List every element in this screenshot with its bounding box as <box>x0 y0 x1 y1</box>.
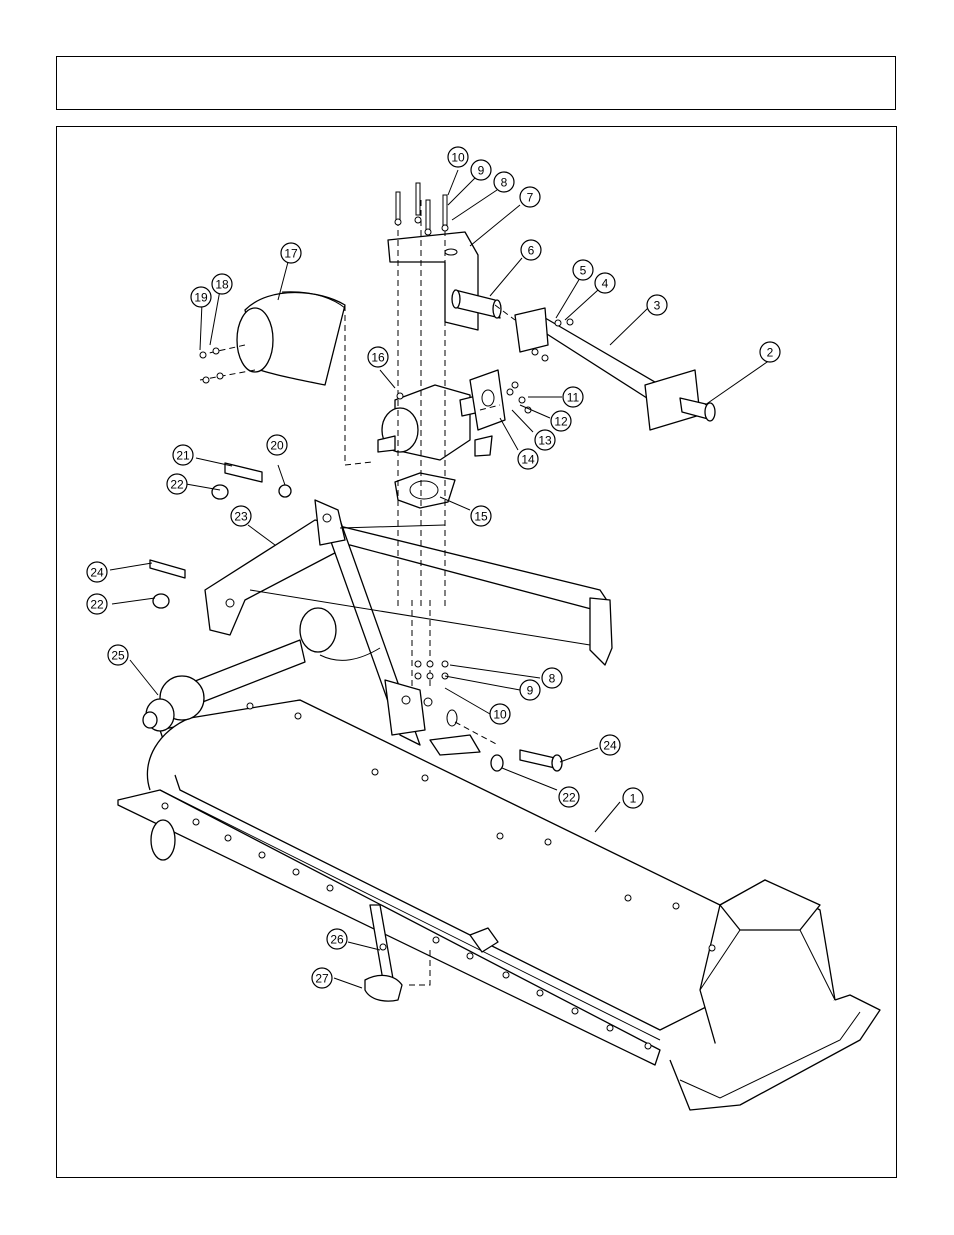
callout-number: 24 <box>90 566 104 580</box>
callout-number: 1 <box>630 792 637 806</box>
callout-13: 13 <box>535 430 555 450</box>
callout-10: 10 <box>448 147 468 167</box>
callout-number: 26 <box>330 933 344 947</box>
callout-23: 23 <box>231 506 251 526</box>
callout-25: 25 <box>108 645 128 665</box>
callout-5: 5 <box>573 260 593 280</box>
callout-number: 7 <box>527 191 534 205</box>
callout-number: 5 <box>580 264 587 278</box>
callout-7: 7 <box>520 187 540 207</box>
callout-15: 15 <box>471 506 491 526</box>
callout-16: 16 <box>368 347 388 367</box>
callout-9: 9 <box>520 680 540 700</box>
callout-number: 17 <box>284 247 298 261</box>
callout-17: 17 <box>281 243 301 263</box>
callout-number: 11 <box>567 391 580 405</box>
callout-number: 20 <box>270 439 284 453</box>
gasket <box>395 473 455 508</box>
callout-number: 19 <box>194 291 208 305</box>
callout-11: 11 <box>563 387 583 407</box>
callout-number: 22 <box>170 478 184 492</box>
callout-number: 18 <box>215 278 229 292</box>
callout-number: 10 <box>493 708 507 722</box>
callout-1: 1 <box>623 788 643 808</box>
mount-bracket <box>388 232 478 330</box>
callout-24: 24 <box>600 735 620 755</box>
callout-number: 14 <box>521 453 535 467</box>
callout-number: 8 <box>501 176 508 190</box>
callout-14: 14 <box>518 449 538 469</box>
callout-number: 9 <box>478 164 485 178</box>
callout-number: 6 <box>528 244 535 258</box>
callout-number: 3 <box>654 299 661 313</box>
callout-6: 6 <box>521 240 541 260</box>
callout-3: 3 <box>647 295 667 315</box>
callout-number: 21 <box>176 449 190 463</box>
callout-number: 22 <box>562 791 576 805</box>
callout-number: 22 <box>90 598 104 612</box>
callout-number: 9 <box>527 684 534 698</box>
callout-22: 22 <box>167 474 187 494</box>
callout-10: 10 <box>490 704 510 724</box>
callout-8: 8 <box>494 172 514 192</box>
callout-21: 21 <box>173 445 193 465</box>
callout-number: 13 <box>538 434 552 448</box>
callout-27: 27 <box>312 968 332 988</box>
callout-18: 18 <box>212 274 232 294</box>
callout-4: 4 <box>595 273 615 293</box>
callout-number: 8 <box>549 672 556 686</box>
callout-number: 12 <box>554 415 568 429</box>
gearbox-shield <box>237 292 345 385</box>
callout-number: 25 <box>111 649 125 663</box>
callout-2: 2 <box>760 342 780 362</box>
callout-number: 23 <box>234 510 248 524</box>
callout-26: 26 <box>327 929 347 949</box>
callout-22: 22 <box>87 594 107 614</box>
callout-number: 27 <box>315 972 329 986</box>
callout-19: 19 <box>191 287 211 307</box>
callout-12: 12 <box>551 411 571 431</box>
pin-24-right <box>520 750 555 768</box>
callout-20: 20 <box>267 435 287 455</box>
callout-number: 15 <box>474 510 488 524</box>
callout-number: 2 <box>767 346 774 360</box>
callout-22: 22 <box>559 787 579 807</box>
callout-8: 8 <box>542 668 562 688</box>
callout-9: 9 <box>471 160 491 180</box>
callout-number: 24 <box>603 739 617 753</box>
pin-24-left <box>150 560 185 578</box>
callout-number: 10 <box>451 151 465 165</box>
callout-number: 16 <box>371 351 385 365</box>
callout-24: 24 <box>87 562 107 582</box>
callout-number: 4 <box>602 277 609 291</box>
